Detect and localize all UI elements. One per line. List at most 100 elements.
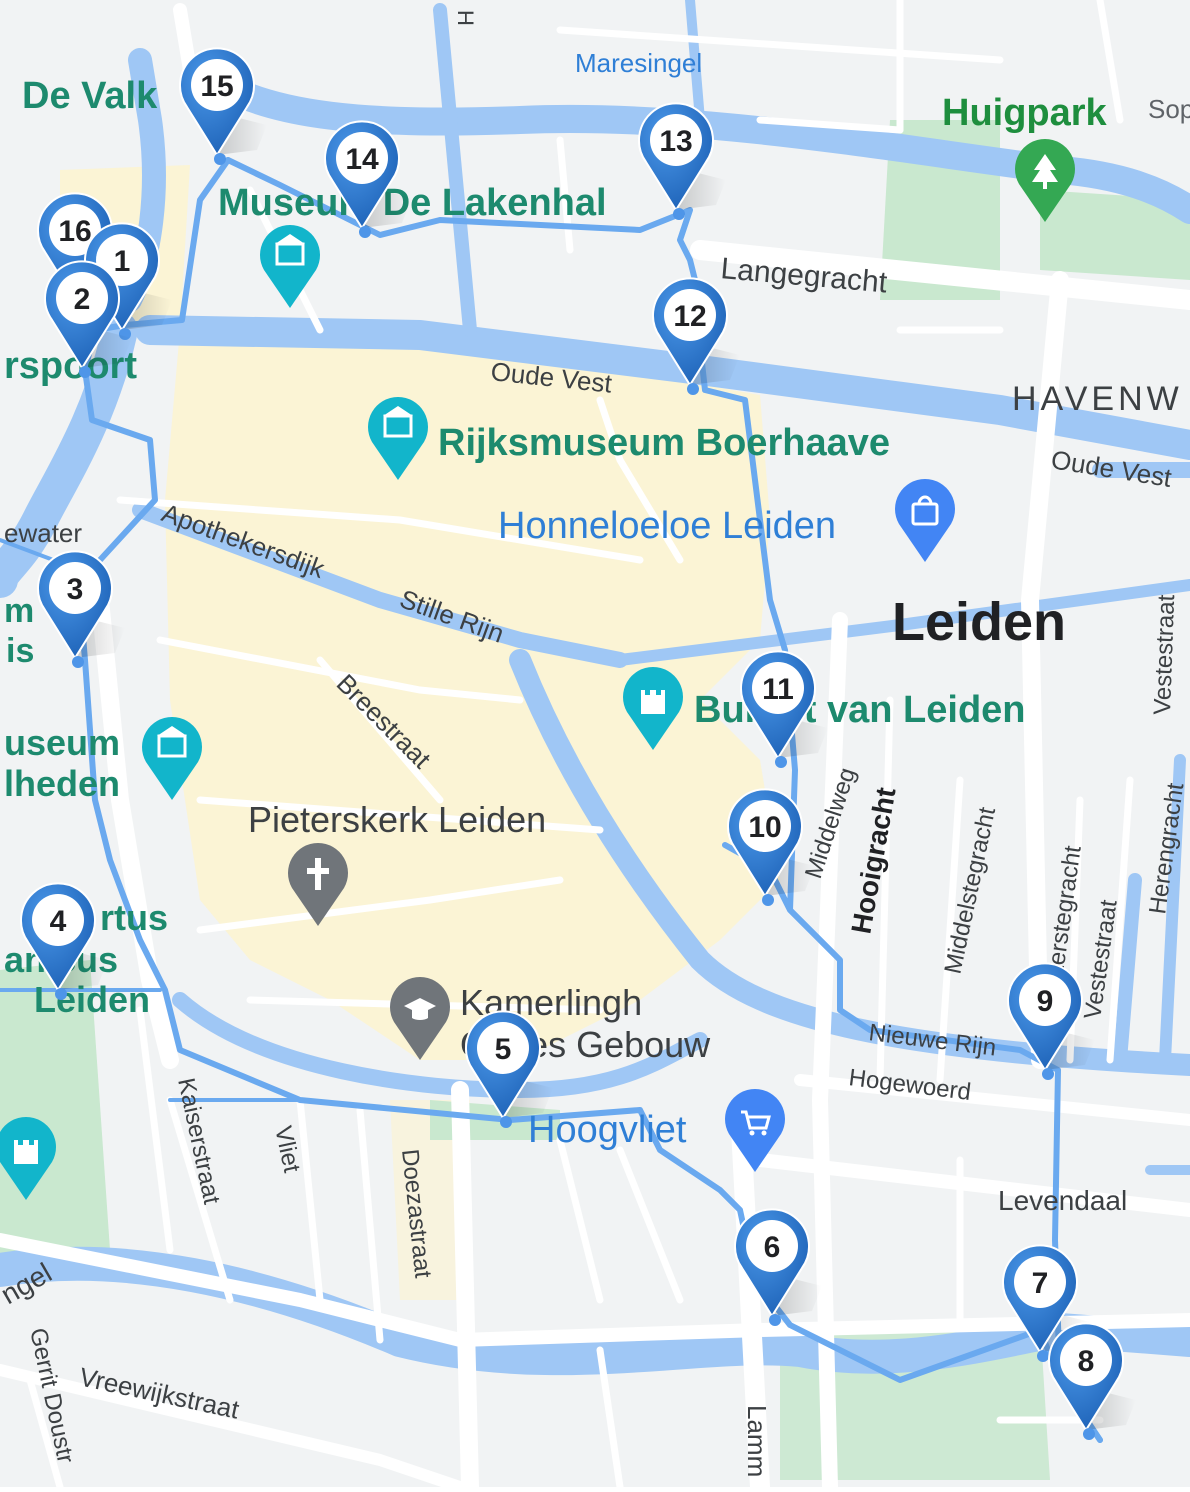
street-maresingel: Maresingel [575, 48, 702, 78]
pin-badge [191, 59, 243, 111]
label-hortus-3: Leiden [34, 979, 150, 1020]
poi-huigpark[interactable]: Huigpark [942, 92, 1108, 223]
label-de-valk: De Valk [22, 75, 158, 117]
poi-castle-left[interactable] [0, 1117, 56, 1200]
pin-badge [336, 132, 388, 184]
label-m-is-1: m [4, 592, 34, 630]
route-point [55, 988, 67, 1000]
route-stop-pin-2[interactable]: 2 [44, 260, 132, 378]
poi-label: Hoogvliet [528, 1109, 687, 1151]
route-point [214, 153, 226, 165]
pin-number: 15 [200, 70, 233, 103]
route-point [762, 894, 774, 906]
street-sop: Sop [1148, 94, 1190, 124]
pin-number: 7 [1032, 1267, 1049, 1300]
pin-number: 14 [345, 143, 379, 176]
route-stop-pin-1[interactable]: 1 [84, 222, 172, 340]
route-stop-pin-8[interactable]: 8 [1048, 1322, 1136, 1440]
poi-label: Pieterskerk Leiden [248, 799, 546, 840]
poi-label: Museum De Lakenhal [218, 182, 607, 224]
pin-badge [650, 114, 702, 166]
pin-number: 1 [114, 245, 131, 278]
route-stop-pin-9[interactable]: 9 [1007, 962, 1095, 1080]
route-stop-pin-15[interactable]: 15 [179, 47, 267, 165]
cross-icon [288, 843, 348, 926]
route-point [79, 366, 91, 378]
tree-icon [1015, 139, 1075, 223]
route-stop-pin-11[interactable]: 11 [740, 650, 828, 768]
pin-number: 11 [762, 673, 794, 706]
pin-badge [746, 1220, 798, 1272]
poi-rijksmuseum-boerhaave[interactable]: Rijksmuseum Boerhaave [368, 397, 890, 480]
route-point [673, 208, 685, 220]
pin-number: 12 [673, 300, 706, 333]
route-stop-pin-6[interactable]: 6 [734, 1208, 822, 1326]
poi-honneloeloe-leiden[interactable]: Honneloeloe Leiden [498, 479, 955, 562]
pin-badge [1019, 974, 1071, 1026]
route-point [359, 226, 371, 238]
route-stop-pin-10[interactable]: 10 [727, 788, 815, 906]
route-point [500, 1116, 512, 1128]
route-point [1042, 1068, 1054, 1080]
pin-badge [49, 204, 101, 256]
district-label: HAVENW [1012, 380, 1183, 418]
label-water: ewater [4, 518, 82, 548]
city-label: Leiden [892, 592, 1066, 652]
route-stop-pin-12[interactable]: 12 [652, 277, 740, 395]
pin-number: 5 [495, 1033, 512, 1066]
pin-number: 16 [58, 215, 91, 248]
poi-label: Huigpark [942, 92, 1108, 134]
roads-minor [26, 0, 1134, 1491]
street-vestestraat: Vestestraat [1149, 594, 1180, 715]
pin-badge [1060, 1334, 1112, 1386]
street-levendaal: Levendaal [998, 1185, 1127, 1216]
pin-number: 10 [748, 811, 781, 844]
pin-badge [739, 800, 791, 852]
route-point [775, 756, 787, 768]
castle-icon [623, 667, 683, 750]
route-point [769, 1314, 781, 1326]
route-stop-pin-3[interactable]: 3 [37, 550, 125, 668]
label-museum-volk-1: useum [4, 722, 120, 763]
museum-icon [260, 225, 320, 308]
cart-icon [725, 1089, 785, 1172]
poi-label: Honneloeloe Leiden [498, 505, 836, 547]
pin-badge [56, 272, 108, 324]
label-museum-volk-2: lheden [4, 763, 120, 804]
museum-icon [368, 397, 428, 480]
route-stop-pin-5[interactable]: 5 [465, 1010, 553, 1128]
route-stop-pin-14[interactable]: 14 [324, 120, 412, 238]
pin-number: 9 [1037, 985, 1054, 1018]
poi-label: Rijksmuseum Boerhaave [438, 422, 890, 464]
route-stop-pin-13[interactable]: 13 [638, 102, 726, 220]
pin-badge [49, 562, 101, 614]
pin-badge [1014, 1256, 1066, 1308]
label-hortus-1: rtus [100, 897, 168, 938]
pin-badge [477, 1022, 529, 1074]
poi-museum-volkenkunde[interactable] [142, 717, 202, 800]
castle-icon [0, 1117, 56, 1200]
shopping-bag-icon [895, 479, 955, 562]
poi-pieterskerk-leiden[interactable]: Pieterskerk Leiden [248, 799, 546, 926]
pin-number: 3 [67, 573, 84, 606]
label-m-is-2: is [6, 632, 34, 670]
roads-major [0, 3, 1190, 1492]
poi-museum-de-lakenhal[interactable]: Museum De Lakenhal [218, 182, 607, 308]
street-h-top: H [453, 10, 478, 26]
pin-number: 6 [764, 1231, 781, 1264]
route-stop-pin-4[interactable]: 4 [20, 882, 108, 1000]
route-point [1037, 1350, 1049, 1362]
pin-number: 8 [1078, 1345, 1095, 1378]
street-lamm: Lamm [742, 1405, 772, 1477]
poi-hoogvliet[interactable]: Hoogvliet [528, 1089, 785, 1172]
pin-badge [32, 894, 84, 946]
museum-icon [142, 717, 202, 800]
pin-badge [752, 662, 804, 714]
graduation-cap-icon [390, 977, 450, 1060]
poi-kamerlingh-onnes-gebouw[interactable]: Kamerlingh Onnes Gebouw [390, 977, 711, 1065]
edge-labels: De Valk rspoort ewater m is useum lheden… [4, 75, 168, 1020]
pin-number: 4 [50, 905, 67, 938]
